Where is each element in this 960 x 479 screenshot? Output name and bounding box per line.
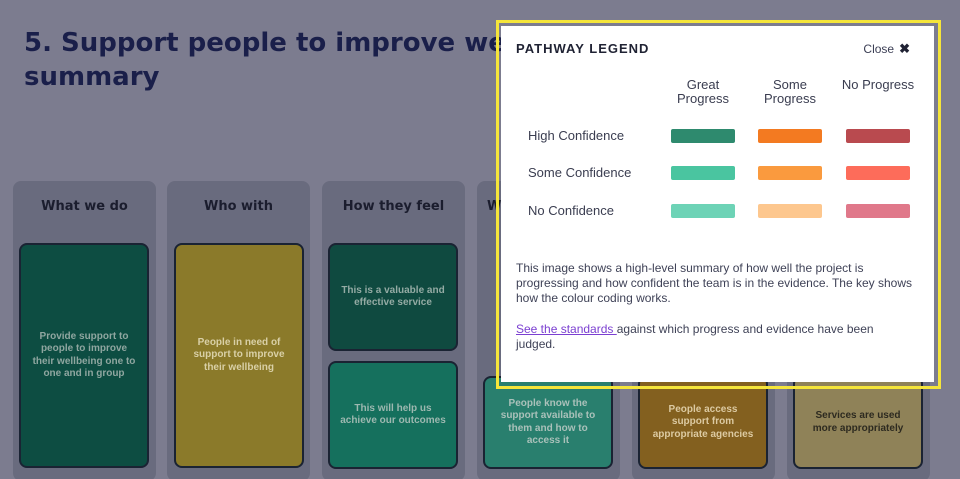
- column-header: Who with: [204, 199, 273, 214]
- legend-row-no-confidence: No Confidence: [528, 203, 614, 218]
- card-text: People access support from appropriate a…: [652, 403, 754, 440]
- legend-column-some-progress: Some Progress: [763, 77, 817, 106]
- card-text: Services are used more appropriately: [812, 410, 904, 434]
- swatch-high-some: [758, 129, 822, 143]
- close-label: Close: [863, 42, 895, 56]
- modal-title: PATHWAY LEGEND: [516, 41, 650, 56]
- outcome-card[interactable]: This is a valuable and effective service: [328, 243, 458, 351]
- standards-rest: against which progress and evidence have…: [516, 322, 874, 351]
- card-text: This will help us achieve our outcomes: [340, 402, 446, 427]
- outcome-card[interactable]: People know the support available to the…: [483, 376, 613, 469]
- card-text: Provide support to people to improve the…: [32, 330, 136, 380]
- legend-column-great-progress: Great Progress: [676, 77, 730, 106]
- outcome-card[interactable]: Provide support to people to improve the…: [19, 243, 149, 468]
- legend-description: This image shows a high-level summary of…: [516, 261, 913, 305]
- column-who-with: Who with People in need of support to im…: [167, 181, 310, 479]
- close-button[interactable]: Close ✖: [863, 41, 910, 57]
- legend-column-no-progress: No Progress: [841, 77, 915, 92]
- pathway-legend-modal: PATHWAY LEGEND Close ✖ Great Progress So…: [501, 26, 934, 382]
- column-header: How they feel: [342, 199, 445, 214]
- see-standards-link[interactable]: See the standards: [516, 322, 617, 336]
- outcome-card[interactable]: This will help us achieve our outcomes: [328, 361, 458, 469]
- card-text: People in need of support to improve the…: [193, 336, 285, 373]
- column-header: What we do: [41, 199, 128, 214]
- swatch-some-great: [671, 166, 735, 180]
- swatch-none-great: [671, 204, 735, 218]
- outcome-card[interactable]: Services are used more appropriately: [793, 376, 923, 469]
- swatch-none-no: [846, 204, 910, 218]
- outcome-card[interactable]: People access support from appropriate a…: [638, 376, 768, 469]
- standards-text: See the standards against which progress…: [516, 322, 916, 352]
- column-what-we-do: What we do Provide support to people to …: [13, 181, 156, 479]
- card-text: This is a valuable and effective service: [341, 284, 445, 309]
- close-icon: ✖: [899, 41, 910, 56]
- swatch-some-some: [758, 166, 822, 180]
- legend-row-high-confidence: High Confidence: [528, 128, 625, 143]
- swatch-high-no: [846, 129, 910, 143]
- swatch-some-no: [846, 166, 910, 180]
- swatch-none-some: [758, 204, 822, 218]
- column-how-they-feel: How they feel This is a valuable and eff…: [322, 181, 465, 479]
- card-text: People know the support available to the…: [500, 397, 596, 447]
- swatch-high-great: [671, 129, 735, 143]
- outcome-card[interactable]: People in need of support to improve the…: [174, 243, 304, 468]
- legend-row-some-confidence: Some Confidence: [528, 165, 632, 180]
